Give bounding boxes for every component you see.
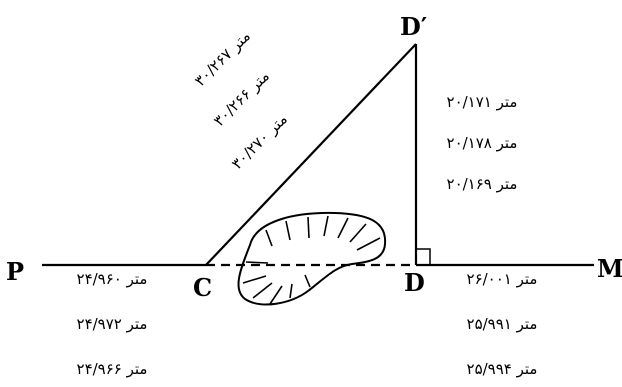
point-d-label: D [404,268,425,297]
point-d-prime-label: D′ [400,12,427,41]
right-angle-marker [416,248,431,265]
measurement-dm-3: ۲۵/۹۹۴ متر [467,360,538,378]
measurement-pc-1: ۲۴/۹۶۰ متر [77,270,148,288]
measurement-dd-prime-2: ۲۰/۱۷۸ متر [447,134,518,152]
line-cd-prime [205,43,417,266]
measurement-cd-prime-1: ۳۰/۲۶۷ متر [191,27,254,90]
measurement-pc-3: ۲۴/۹۶۶ متر [77,360,148,378]
measurement-dd-prime-3: ۲۰/۱۶۹ متر [447,175,518,193]
point-c-label: C [193,273,212,302]
obstacle-shape [237,211,387,306]
point-p-label: P [6,257,24,286]
measurement-cd-prime-3: ۳۰/۲۷۰ متر [228,110,291,173]
measurement-dd-prime-1: ۲۰/۱۷۱ متر [447,93,518,111]
measurement-pc-2: ۲۴/۹۷۲ متر [77,315,148,333]
measurement-cd-prime-2: ۳۰/۲۶۶ متر [210,67,273,130]
point-m-label: M [597,254,622,283]
measurement-dm-2: ۲۵/۹۹۱ متر [467,315,538,333]
measurement-dm-1: ۲۶/۰۰۱ متر [467,270,538,288]
